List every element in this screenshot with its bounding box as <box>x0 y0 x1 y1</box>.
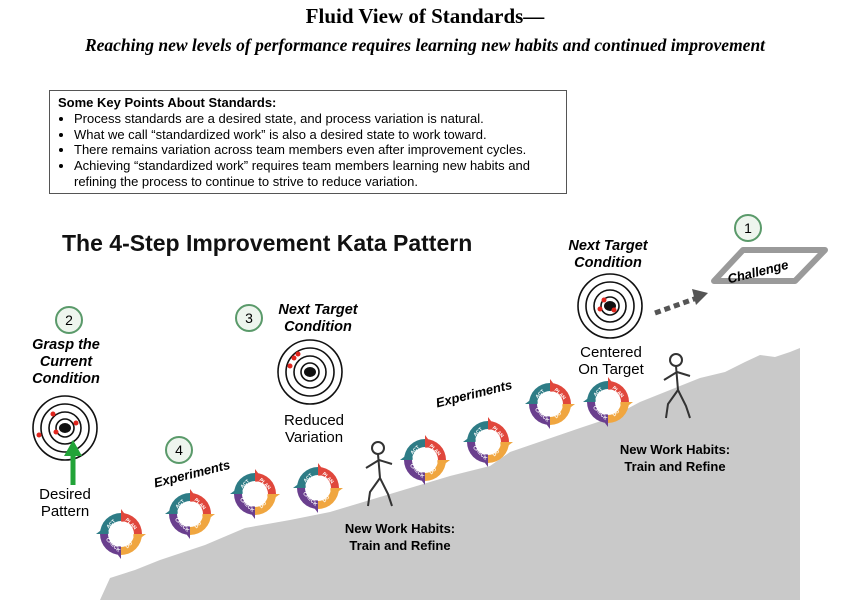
experiments-label: Experiments <box>152 457 231 490</box>
target-reduced-variation <box>277 339 343 405</box>
page-title: Fluid View of Standards— <box>305 4 545 28</box>
target-centered <box>577 273 643 339</box>
habits-lower-label: New Work Habits: Train and Refine <box>344 521 456 553</box>
next-target-top-label: Next Target Condition <box>568 238 648 271</box>
step-badge-4: 4 <box>165 436 193 464</box>
experiments-label-2: Experiments <box>434 377 513 410</box>
key-point-item: Process standards are a desired state, a… <box>74 111 558 127</box>
challenge-arrowhead <box>692 289 708 305</box>
reduced-variation-caption: Reduced Variation <box>283 412 345 446</box>
next-target-mid-label: Next Target Condition <box>278 302 358 335</box>
pdca-wheel-icon <box>400 435 450 485</box>
key-points-box: Some Key Points About Standards: Process… <box>49 90 567 194</box>
step-badge-3: 3 <box>235 304 263 332</box>
key-points-heading: Some Key Points About Standards: <box>58 95 277 110</box>
pdca-wheel-icon <box>525 379 575 429</box>
climber-icon <box>365 441 393 507</box>
habits-upper-label: New Work Habits: Train and Refine <box>619 442 731 474</box>
kata-pattern-title: The 4-Step Improvement Kata Pattern <box>62 230 473 256</box>
key-point-item: What we call “standardized work” is also… <box>74 127 558 143</box>
desired-pattern-caption: Desired Pattern <box>39 486 91 520</box>
pdca-wheel-icon <box>165 489 215 539</box>
target-grasp-current <box>32 395 98 461</box>
step-badge-1: 1 <box>734 214 762 242</box>
step-badge-2: 2 <box>55 306 83 334</box>
key-point-item: Achieving “standardized work” requires t… <box>74 158 558 190</box>
key-points-list: Process standards are a desired state, a… <box>58 111 558 190</box>
pdca-wheel-icon <box>230 469 280 519</box>
page-subtitle: Reaching new levels of performance requi… <box>84 35 766 55</box>
challenge-dotted-line <box>654 295 698 316</box>
key-point-item: There remains variation across team memb… <box>74 142 558 158</box>
centered-on-target-caption: Centered On Target <box>578 344 644 378</box>
challenge-arrow-shape <box>711 247 828 284</box>
pdca-wheel-icon <box>293 463 343 513</box>
grasp-condition-label: Grasp the Current Condition <box>32 337 100 387</box>
